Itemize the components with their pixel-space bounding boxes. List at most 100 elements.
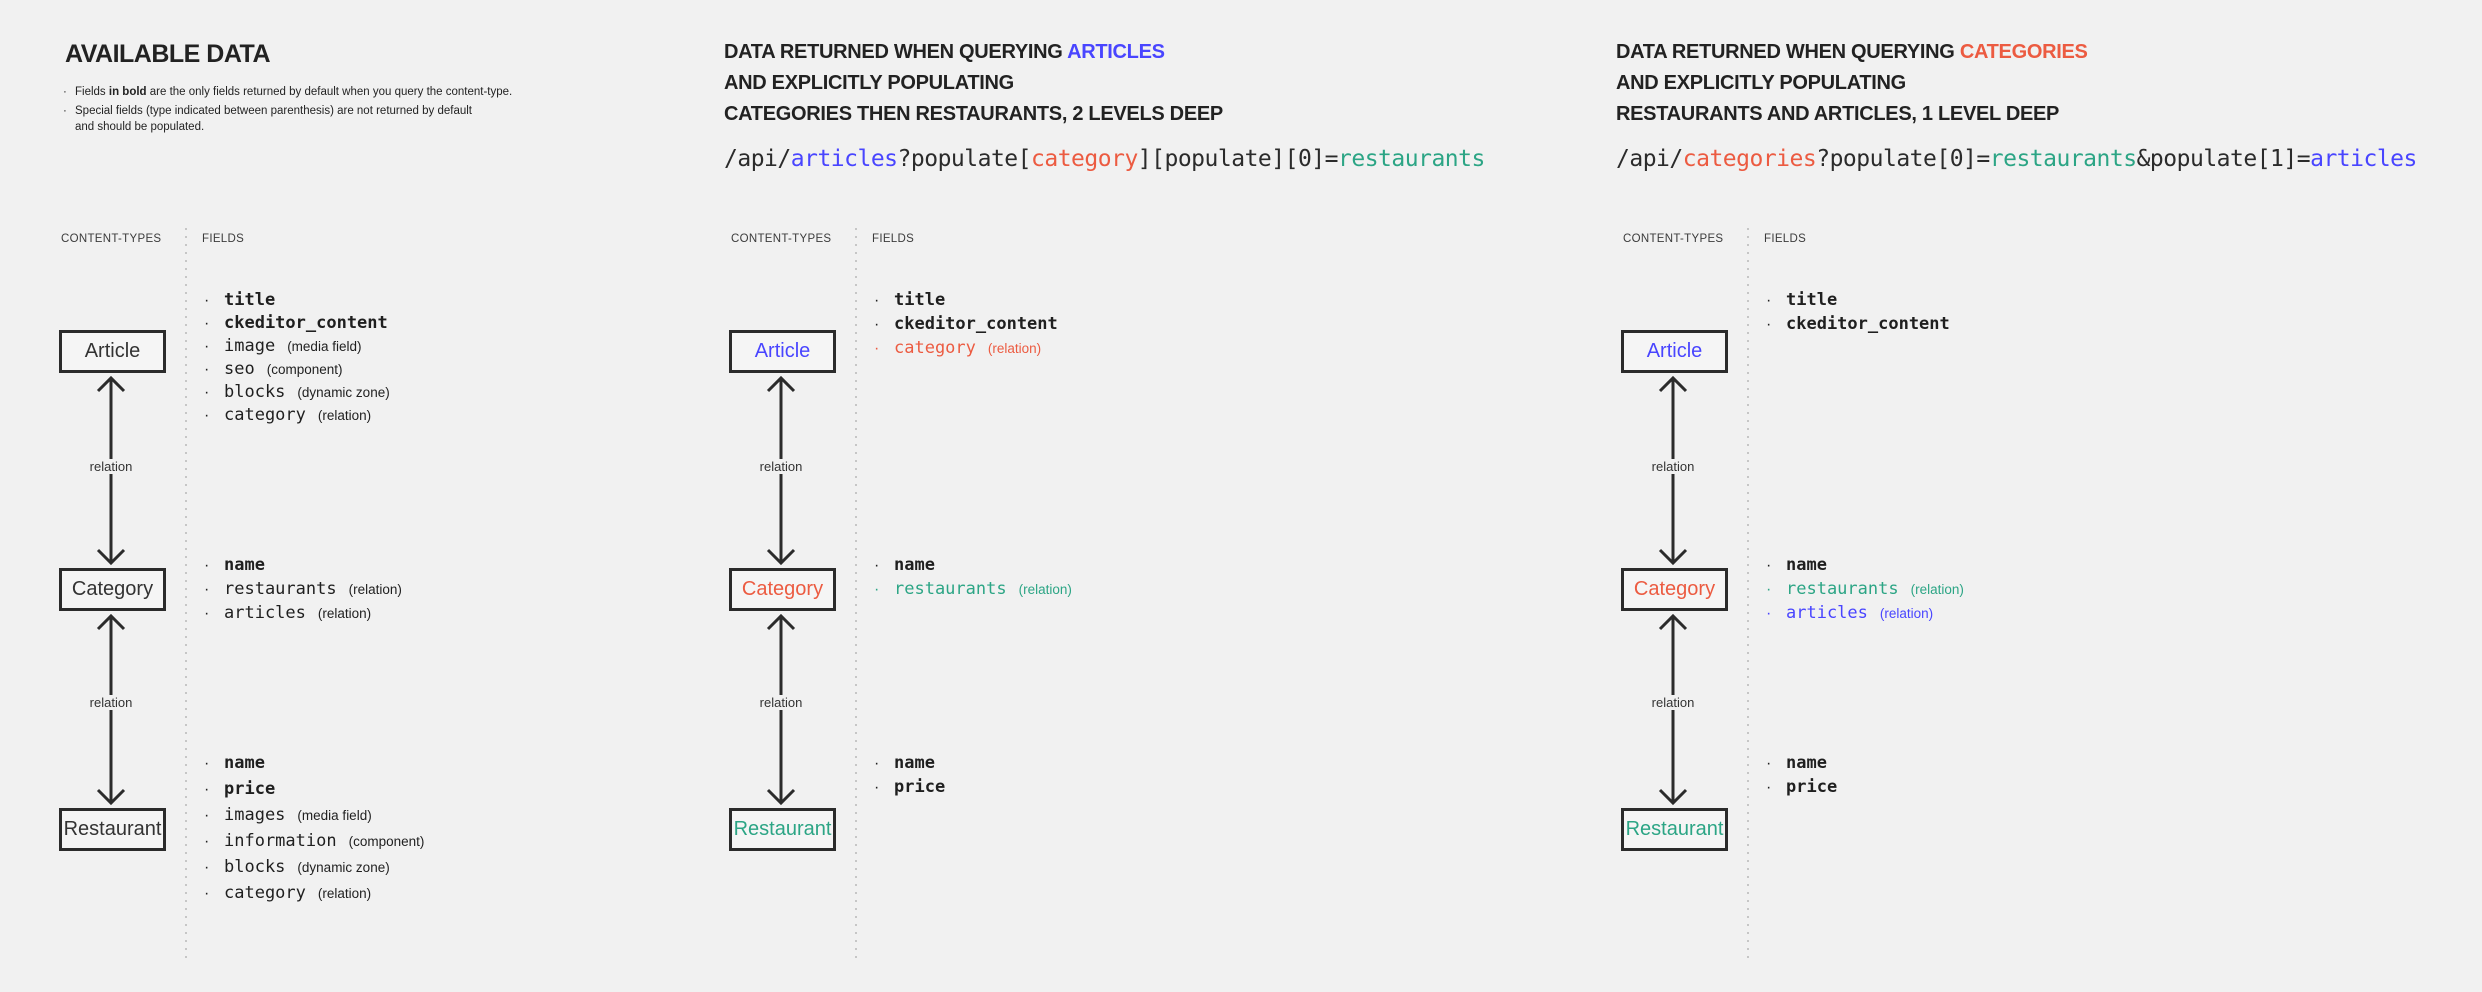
node-article: Article (1621, 330, 1728, 373)
node-label: Article (1646, 340, 1703, 362)
field-type: (relation) (987, 341, 1042, 356)
node-label: Category (741, 578, 824, 600)
field-name: articles (224, 603, 306, 623)
node-article: Article (59, 330, 166, 373)
field-name: name (224, 555, 265, 575)
title-line: DATA RETURNED WHEN QUERYING CATEGORIES (1616, 37, 2088, 68)
node-category: Category (729, 568, 836, 611)
field-list-category: name restaurants (relation) articles(rela… (204, 555, 670, 627)
field-row: restaurants (relation) (1766, 579, 2482, 603)
note-bold-fields: Fields in bold are the only fields retur… (62, 84, 602, 100)
field-row: name (1766, 555, 2482, 579)
note-text: Fields (75, 86, 109, 98)
note-text: and should be populated. (75, 121, 205, 133)
relation-label: relation (1648, 695, 1698, 710)
api-segment: articles (2310, 146, 2417, 172)
relation-label: relation (86, 459, 136, 474)
field-name: articles (1786, 603, 1868, 623)
api-segment: /api/ (724, 146, 791, 172)
api-segment: ?populate[ (897, 146, 1032, 172)
field-type: (dynamic zone) (297, 860, 390, 875)
field-name: category (224, 405, 306, 425)
panel-title: DATA RETURNED WHEN QUERYING ARTICLES AND… (724, 37, 1223, 130)
api-segment: category (1031, 146, 1138, 172)
field-row: information(component) (204, 831, 670, 857)
field-list-restaurant: name price (1766, 753, 2482, 801)
field-name: category (894, 338, 976, 358)
api-segment: &populate[1]= (2136, 146, 2311, 172)
column-divider (185, 228, 187, 960)
field-name: restaurants (894, 579, 1007, 599)
node-label: Restaurant (733, 818, 832, 840)
title-line: CATEGORIES THEN RESTAURANTS, 2 LEVELS DE… (724, 103, 1223, 125)
field-type: (relation) (348, 582, 402, 597)
field-row: title (874, 290, 1590, 314)
field-row: articles(relation) (204, 603, 670, 627)
field-row: price (1766, 777, 2482, 801)
api-segment: articles (790, 146, 898, 172)
field-name: title (224, 290, 276, 310)
title-line: AND EXPLICITLY POPULATING (1616, 72, 1906, 94)
field-name: category (224, 883, 306, 903)
field-name: price (224, 779, 276, 799)
field-name: images (224, 805, 286, 825)
content-types-label: CONTENT-TYPES (1623, 233, 1724, 245)
column-divider (855, 228, 857, 960)
field-name: ckeditor_content (1786, 314, 1950, 334)
api-segment: /api/ (1616, 146, 1683, 172)
node-label: Category (71, 578, 154, 600)
node-label: Article (84, 340, 141, 362)
api-segment: categories (1682, 146, 1817, 172)
field-name: restaurants (1786, 579, 1899, 599)
node-restaurant: Restaurant (59, 808, 166, 851)
panel-title: DATA RETURNED WHEN QUERYING CATEGORIES A… (1616, 37, 2088, 130)
field-row: category(relation) (204, 883, 670, 909)
panel-query-articles: DATA RETURNED WHEN QUERYING ARTICLES AND… (710, 0, 1590, 992)
api-endpoint: /api/categories?populate[0]=restaurants&… (1616, 146, 2417, 172)
relation-label: relation (756, 695, 806, 710)
node-label: Category (1633, 578, 1716, 600)
field-name: blocks (224, 857, 286, 877)
title-text: DATA RETURNED WHEN QUERYING (1616, 41, 1960, 63)
api-segment: restaurants (1338, 146, 1485, 172)
field-row: restaurants (relation) (204, 579, 670, 603)
relation-label: relation (1648, 459, 1698, 474)
field-row: title (204, 290, 670, 313)
field-type: (relation) (317, 408, 372, 423)
field-row: ckeditor_content (874, 314, 1590, 338)
field-list-article: title ckeditor_content (1766, 290, 2482, 338)
relation-label: relation (86, 695, 136, 710)
field-list-restaurant: name price (874, 753, 1590, 801)
field-row: price (874, 777, 1590, 801)
field-type: (relation) (1910, 582, 1964, 597)
field-type: (media field) (297, 808, 372, 823)
note-special-fields: Special fields (type indicated between p… (62, 103, 602, 135)
field-type: (component) (348, 834, 425, 849)
field-row: ckeditor_content (204, 313, 670, 336)
field-list-article: title ckeditor_content category (relation… (874, 290, 1590, 362)
content-types-label: CONTENT-TYPES (61, 233, 162, 245)
field-name: restaurants (224, 579, 337, 599)
field-type: (relation) (1879, 606, 1934, 621)
field-name: name (894, 753, 935, 773)
field-type: (dynamic zone) (297, 385, 390, 400)
node-category: Category (59, 568, 166, 611)
field-list-category: name restaurants(relation) (874, 555, 1590, 603)
node-label: Article (754, 340, 811, 362)
field-name: ckeditor_content (894, 314, 1058, 334)
api-segment: ?populate[0]= (1816, 146, 1990, 172)
panel-query-categories: DATA RETURNED WHEN QUERYING CATEGORIES A… (1602, 0, 2482, 992)
field-type: (media field) (287, 339, 362, 354)
field-list-article: title ckeditor_content image (media field… (204, 290, 670, 428)
title-line: AND EXPLICITLY POPULATING (724, 72, 1014, 94)
field-row: category (relation) (874, 338, 1590, 362)
field-name: image (224, 336, 276, 356)
field-name: name (1786, 753, 1827, 773)
note-text: are the only fields returned by default … (146, 86, 513, 98)
api-endpoint: /api/articles?populate[category][populat… (724, 146, 1485, 172)
field-name: name (224, 753, 265, 773)
fields-label: FIELDS (872, 233, 915, 245)
relation-label: relation (756, 459, 806, 474)
field-name: name (1786, 555, 1827, 575)
